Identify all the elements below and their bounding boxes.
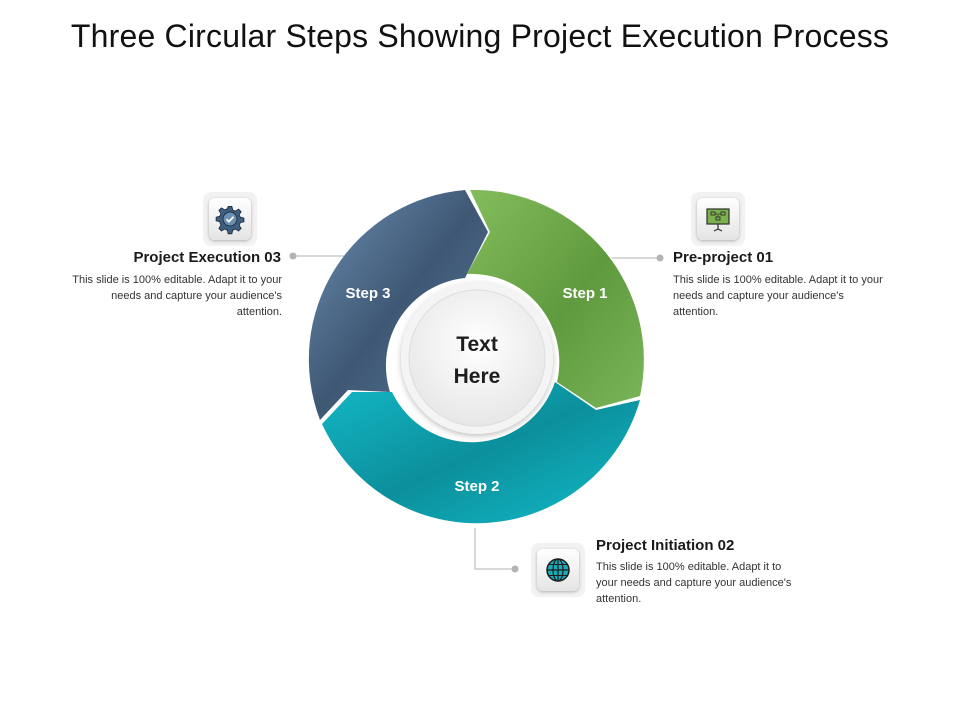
step3-icon-box xyxy=(203,192,257,246)
step2-heading: Project Initiation 02 xyxy=(596,537,735,554)
step2-label: Step 2 xyxy=(454,478,499,495)
slide-title: Three Circular Steps Showing Project Exe… xyxy=(70,18,890,54)
center-text-line1: Text xyxy=(456,333,498,356)
step3-description: This slide is 100% editable. Adapt it to… xyxy=(72,274,282,318)
step2-description: This slide is 100% editable. Adapt it to… xyxy=(596,561,792,605)
connector-step3 xyxy=(289,252,345,260)
step3-heading: Project Execution 03 xyxy=(133,249,281,266)
connector-step1 xyxy=(612,254,664,262)
connector-step2 xyxy=(474,528,519,573)
gear-check-icon xyxy=(215,205,245,235)
step1-description: This slide is 100% editable. Adapt it to… xyxy=(673,274,883,318)
step1-icon-box xyxy=(691,192,745,246)
presentation-board-icon xyxy=(706,208,730,232)
step3-label: Step 3 xyxy=(345,285,390,302)
center-text-line2: Here xyxy=(454,365,501,388)
step2-icon-box xyxy=(531,543,585,597)
step2-segment xyxy=(322,382,640,524)
globe-icon xyxy=(546,558,570,582)
step3-segment xyxy=(308,190,488,420)
step1-segment xyxy=(467,189,644,408)
center-circle xyxy=(408,289,546,427)
step1-heading: Pre-project 01 xyxy=(673,249,774,266)
step1-label: Step 1 xyxy=(562,285,607,302)
